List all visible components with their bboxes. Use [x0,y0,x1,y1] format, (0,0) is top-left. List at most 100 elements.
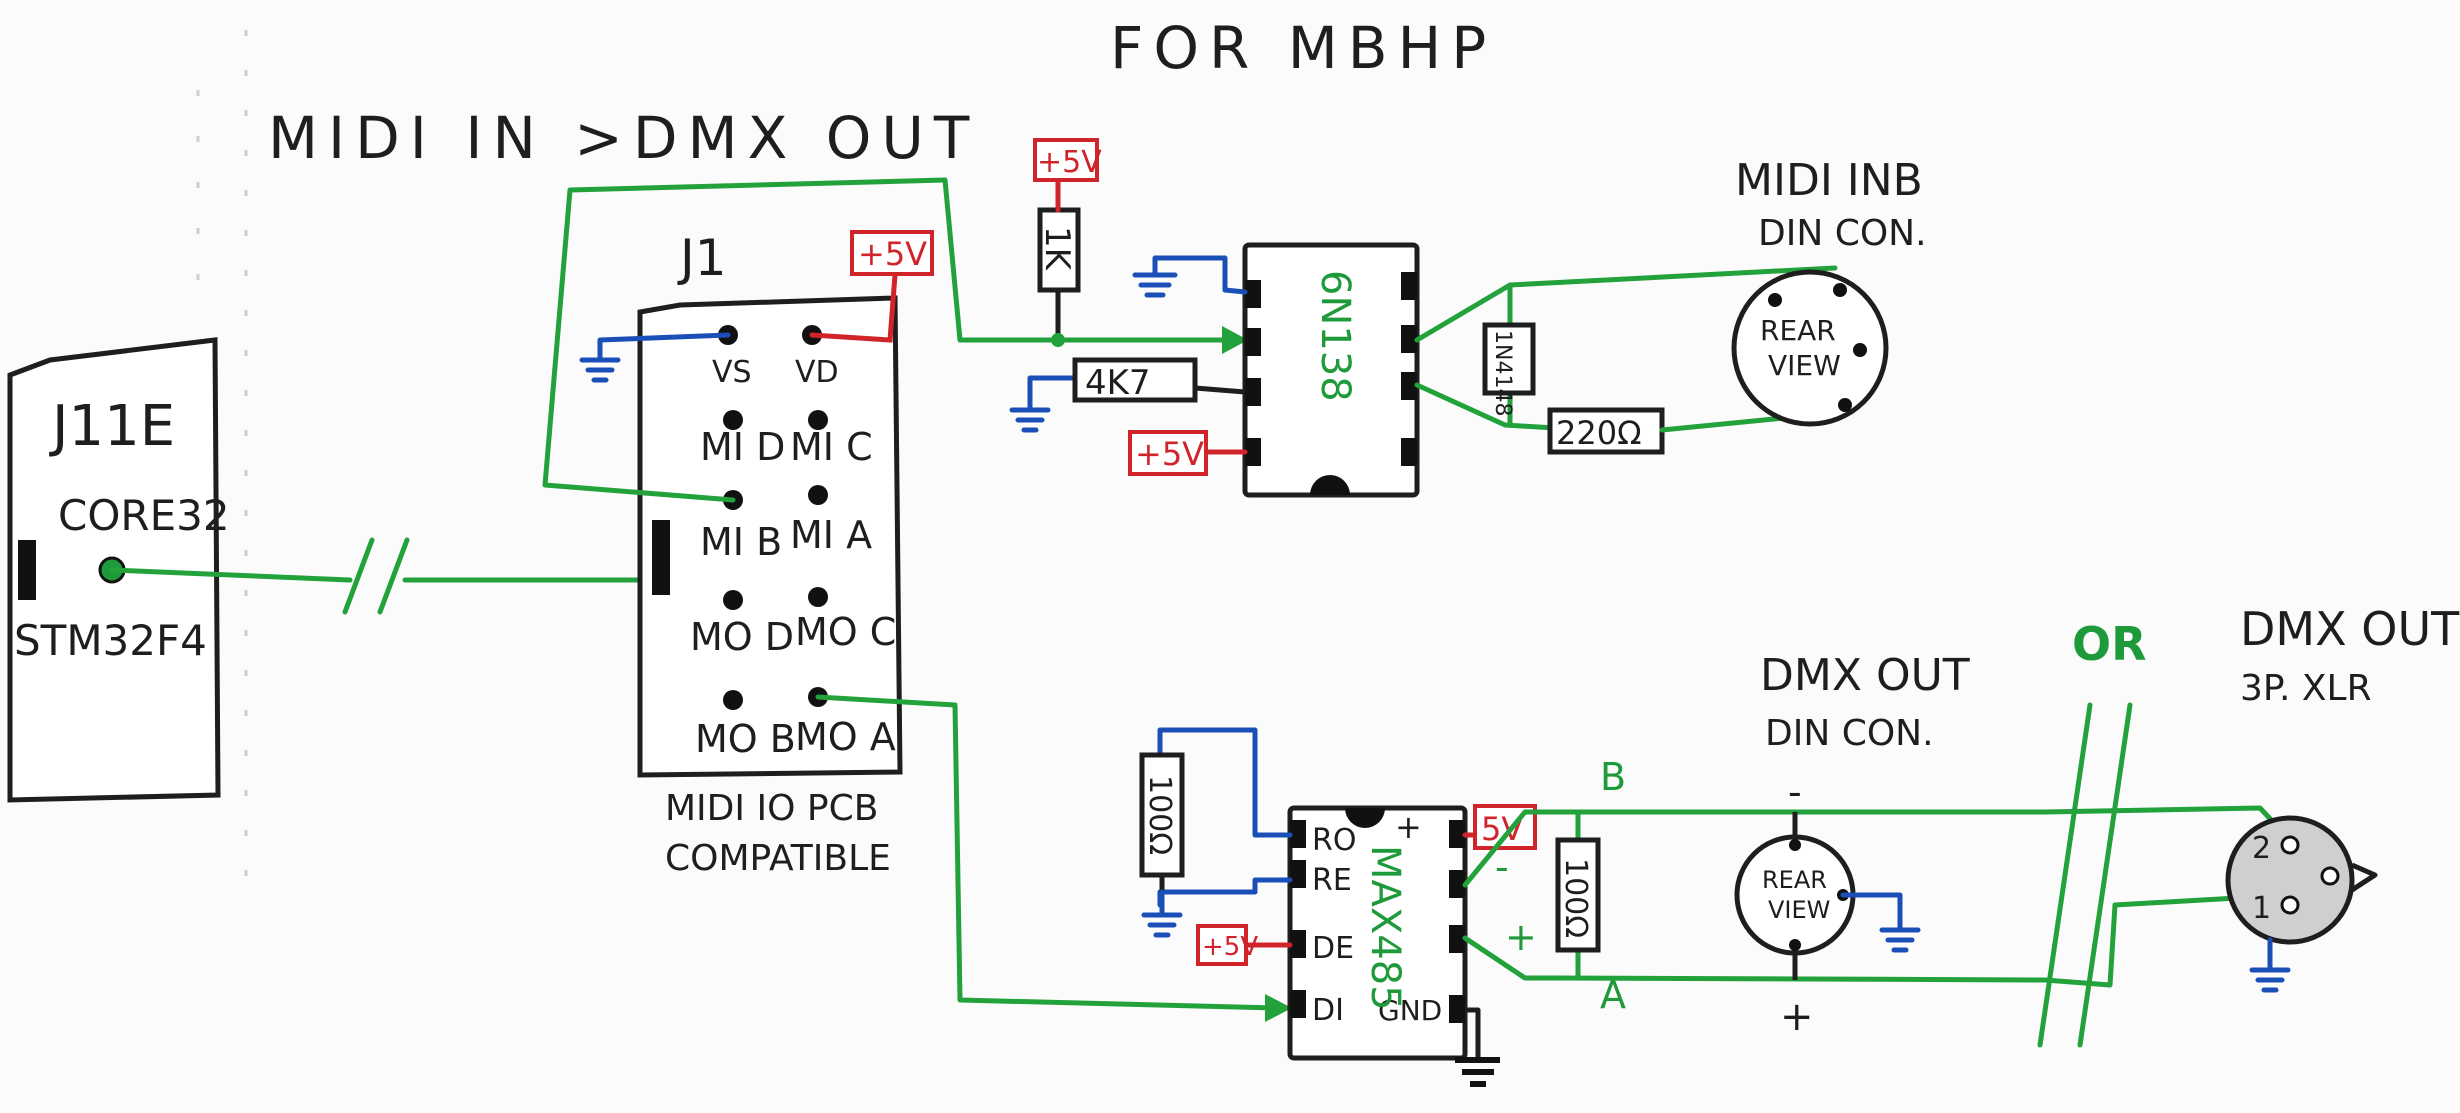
line-b-label: B [1600,755,1626,799]
wire-break-marks [342,537,410,615]
opto-plus5v-label: +5V [1128,430,1208,476]
midi-in-din-connector: MIDI INB DIN CON. REAR VIEW [1731,155,1927,427]
svg-text:100Ω: 100Ω [1142,775,1177,855]
midi-out-to-di-wire [815,694,1278,1011]
midi-in-view-2: VIEW [1768,349,1841,382]
core-label-core32: CORE32 [58,491,230,540]
4k7-ground-wire [1027,375,1078,413]
4k7-ground-symbol [1009,407,1051,433]
midi-in-title: MIDI INB [1735,155,1923,206]
svg-text:+5V: +5V [1135,435,1204,473]
max485-part-label: MAX485 [1362,845,1408,1011]
pin-mob: MO B [695,717,796,761]
midi-in-subtitle: DIN CON. [1758,213,1927,254]
svg-text:+5V: +5V [858,235,927,273]
dmx-line-b [1462,805,2293,888]
vd-power-wire [809,272,898,343]
dmx-din-plus: + [1780,994,1814,1040]
svg-text:+5V: +5V [1202,932,1258,962]
pullup-junction [1051,333,1065,347]
pin-vd: VD [795,355,839,390]
line-a-label: A [1600,973,1626,1017]
resistor-4k7: 4K7 [1072,357,1198,403]
core-label-stm32: STM32F4 [14,616,207,665]
pin-mod: MO D [690,615,794,659]
midi-in-view-1: REAR [1760,314,1836,347]
resistor-220: 220Ω [1547,407,1665,455]
pin-moa: MO A [795,715,896,759]
core-to-midiio-wire [109,567,653,583]
midi-io-block: J1 VS VD MI D MI C MI B MI A MO D MO C M… [637,229,903,879]
max-pin-ro: RO [1312,823,1356,858]
optocoupler-6n138: 6N138 [1242,242,1420,498]
pin-mib: MI B [700,520,782,564]
pin-mic: MI C [790,425,873,469]
opto-4k7-lead [1194,385,1246,395]
svg-text:220Ω: 220Ω [1556,414,1642,452]
max-minus-label: - [1495,845,1509,889]
title-line1: MIDI IN >DMX OUT [268,104,979,172]
re-ground-wire [1157,877,1293,908]
opto-to-din-wire-bottom [1414,382,1558,431]
or-separator-lines [2037,702,2133,1048]
opto-input-arrow [1222,326,1248,354]
resistor-termination: 100Ω [1555,837,1601,953]
vs-ground-wire [597,332,731,363]
midi-in-signal-wire [542,177,1228,503]
pin-moc: MO C [795,610,896,654]
svg-text:1K: 1K [1037,226,1077,272]
pin-vs: VS [712,355,752,390]
pullup-plus5v-label: +5V [1033,138,1102,182]
midi-io-header: J1 [677,229,727,287]
xlr-title: DMX OUT [2240,602,2460,656]
max-pin-gnd: GND [1378,994,1442,1027]
max-pin-di: DI [1312,993,1344,1028]
max-plus-label: + [1505,915,1537,959]
dmx-din-ground-symbol [1879,927,1921,953]
max-pin-vcc: + [1395,808,1422,846]
or-label: OR [2072,617,2147,671]
dmx-out-din-connector: DMX OUT DIN CON. - + REAR VIEW [1734,650,1970,1040]
midi-io-caption1: MIDI IO PCB [665,788,878,829]
core-label-j11e: J11E [49,394,175,459]
diode-1n4148: 1N4148 [1482,322,1536,416]
bias-ground-symbol [1141,912,1183,938]
ro-wire [1157,727,1293,838]
resistor-1k: 1K [1037,207,1081,293]
dmx-line-a [1462,892,2293,988]
pin-mid: MI D [700,425,785,469]
de-plus5v-label: +5V [1196,924,1258,966]
xlr-subtitle: 3P. XLR [2240,668,2372,709]
max-gnd-symbol [1455,1057,1500,1087]
xlr-pin-bottom: 1 [2252,891,2271,926]
max485-transceiver: RO RE DE DI + GND MAX485 [1287,805,1468,1061]
dmx-din-view-1: REAR [1762,866,1827,894]
xlr-key [2350,862,2378,893]
max-pin-re: RE [1312,863,1352,898]
max-gnd-wire [1465,1007,1481,1060]
dmx-din-ground-wire [1840,892,1903,933]
dmx-din-view-2: VIEW [1768,896,1830,924]
opto-ground-symbol [1132,272,1178,298]
vs-ground-symbol [579,357,621,383]
resistor-bias: 100Ω [1139,752,1185,878]
title-line2: FOR MBHP [1110,14,1496,82]
xlr-pin-top: 2 [2252,831,2271,866]
opto-part-label: 6N138 [1312,270,1358,402]
vd-plus5v-label: +5V [850,230,934,276]
svg-text:1N4148: 1N4148 [1490,330,1515,416]
svg-text:4K7: 4K7 [1085,363,1151,403]
dmx-out-xlr-connector: DMX OUT 3P. XLR 2 1 [2225,602,2460,993]
svg-text:100Ω: 100Ω [1558,858,1593,938]
svg-text:+5V: +5V [1037,145,1102,180]
di-input-arrow [1265,994,1292,1022]
pin-mia: MI A [790,513,872,557]
dmx-din-subtitle: DIN CON. [1765,713,1934,754]
max-pin-de: DE [1312,931,1354,966]
midi-io-caption2: COMPATIBLE [665,838,891,879]
xlr-ground-symbol [2249,967,2291,993]
dmx-din-minus: - [1788,770,1802,814]
opto-ground-wire [1152,255,1248,295]
